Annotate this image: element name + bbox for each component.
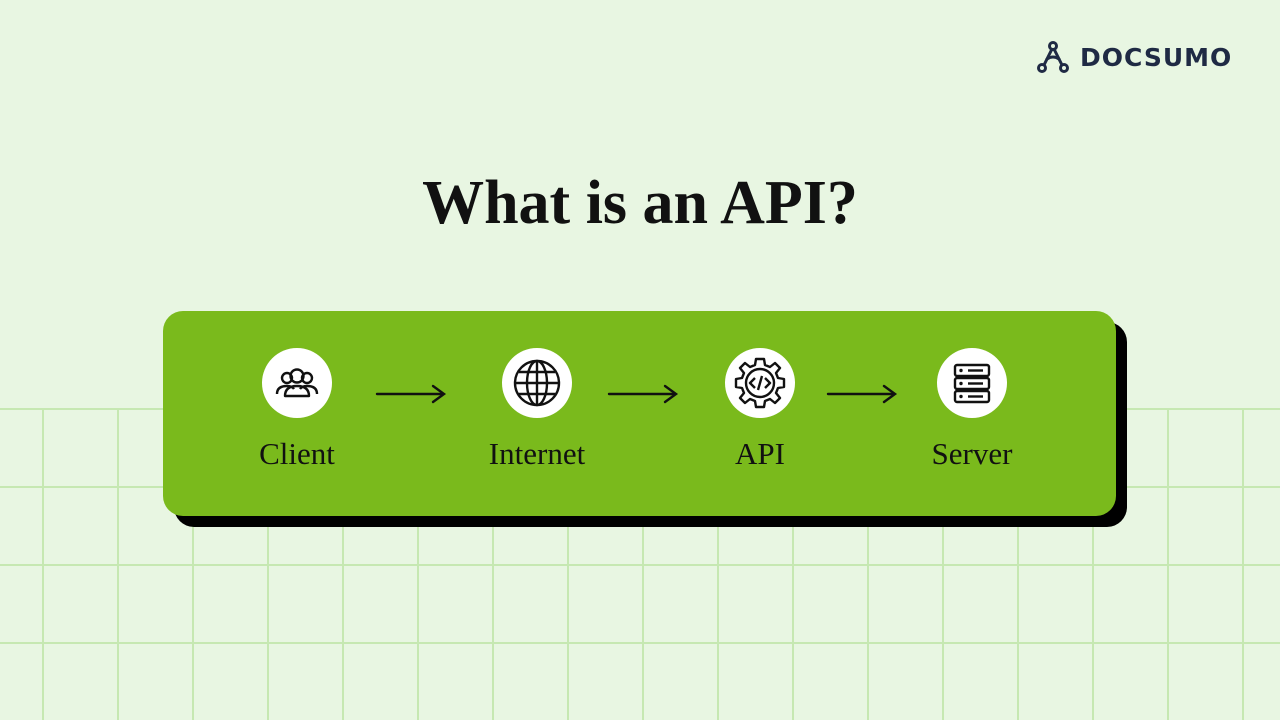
brand-name: DOCSUMO	[1080, 42, 1233, 72]
flow-node-client: Client	[197, 348, 397, 472]
server-icon-circle	[937, 348, 1007, 418]
flow-node-label: Internet	[488, 436, 586, 471]
flow-node-label: Server	[931, 436, 1013, 471]
page-title: What is an API?	[422, 169, 858, 237]
flow-node-server: Server	[872, 348, 1072, 472]
brand-logo: DOCSUMO	[1036, 40, 1232, 74]
server-icon	[953, 363, 991, 404]
client-icon-circle	[262, 348, 332, 418]
docsumo-logo-icon	[1037, 41, 1069, 73]
flow-node-api: API	[660, 348, 860, 472]
api-icon-circle	[725, 348, 795, 418]
flow-node-internet: Internet	[437, 348, 637, 472]
globe-icon	[513, 359, 561, 407]
flow-node-label: API	[735, 436, 785, 471]
arrow-right-icon	[607, 384, 679, 404]
flow-node-label: Client	[259, 436, 335, 471]
users-icon	[275, 368, 319, 398]
arrow-right-icon	[826, 384, 898, 404]
internet-icon-circle	[502, 348, 572, 418]
arrow-right-icon	[375, 384, 447, 404]
code-gear-icon	[734, 357, 786, 409]
